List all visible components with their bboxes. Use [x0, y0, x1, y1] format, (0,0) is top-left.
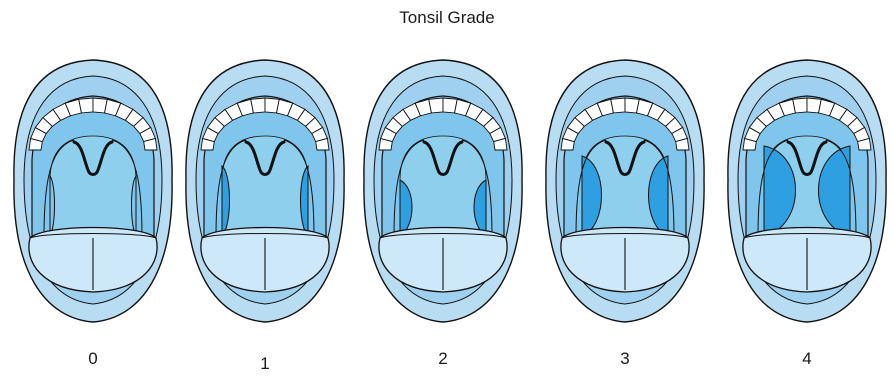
tonsil-grade-3-panel: 3: [536, 0, 714, 379]
grade-label-4: 4: [718, 349, 894, 369]
tooth: [79, 98, 93, 113]
grade-label-2: 2: [354, 349, 532, 369]
tooth: [429, 98, 443, 113]
pharynx: [400, 136, 486, 236]
grade-label-1: 1: [176, 354, 354, 374]
mouth-illustration-grade-4: [718, 0, 894, 340]
mouth-illustration-grade-1: [176, 0, 354, 340]
tonsil-grade-4-panel: 4: [718, 0, 894, 379]
mouth-illustration-grade-0: [4, 0, 182, 340]
tooth: [793, 98, 807, 113]
grade-label-0: 0: [4, 349, 182, 369]
pharynx: [50, 136, 136, 236]
tooth: [611, 98, 625, 113]
mouth-illustration-grade-3: [536, 0, 714, 340]
tonsil-grade-0-panel: 0: [4, 0, 182, 379]
tonsil-grade-1-panel: 1: [176, 0, 354, 379]
grade-label-3: 3: [536, 349, 714, 369]
tooth: [251, 98, 265, 113]
pharynx: [222, 136, 308, 236]
tonsil-grade-2-panel: 2: [354, 0, 532, 379]
mouth-illustration-grade-2: [354, 0, 532, 340]
